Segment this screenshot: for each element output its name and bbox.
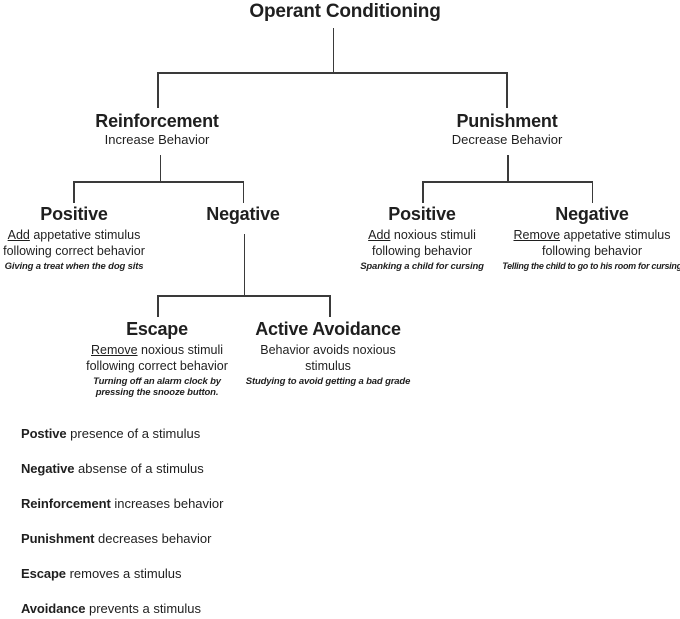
branch-punishment-label: Punishment xyxy=(456,111,558,131)
definition-avoidance: Avoidance prevents a stimulus xyxy=(21,601,223,616)
node-title: Negative xyxy=(206,204,280,224)
node-reinforcement-negative: Negative xyxy=(183,203,303,228)
node-title: Positive xyxy=(388,204,456,224)
connector-drop-reinf-positive xyxy=(73,181,75,203)
branch-reinforcement-label: Reinforcement xyxy=(95,111,219,131)
node-title: Positive xyxy=(40,204,108,224)
definition-term: Escape xyxy=(21,566,66,581)
definition-term: Avoidance xyxy=(21,601,86,616)
definition-positive: Postive presence of a stimulus xyxy=(21,426,223,441)
definition-escape: Escape removes a stimulus xyxy=(21,566,223,581)
node-example: Telling the child to go to his room for … xyxy=(502,261,680,271)
node-line1: Add appetative stimulus xyxy=(0,228,156,244)
definition-text: decreases behavior xyxy=(98,531,212,546)
connector-punishment-horizontal xyxy=(422,181,593,183)
definition-punishment: Punishment decreases behavior xyxy=(21,531,223,546)
definition-text: presence of a stimulus xyxy=(70,426,201,441)
node-line1: Remove appetative stimulus xyxy=(502,228,680,244)
line1-rest: noxious stimuli xyxy=(390,228,476,242)
connector-drop-pun-positive xyxy=(422,181,424,203)
line1-rest: appetative stimulus xyxy=(29,228,141,242)
connector-drop-escape xyxy=(157,295,159,317)
connector-drop-pun-negative xyxy=(591,181,593,203)
definition-reinforcement: Reinforcement increases behavior xyxy=(21,496,223,511)
node-title: Negative xyxy=(555,204,629,224)
connector-drop-punishment xyxy=(506,72,508,108)
underlined-word: Add xyxy=(7,228,30,242)
connector-drop-reinforcement xyxy=(157,72,159,108)
connector-negative-horizontal xyxy=(157,295,330,297)
node-example: Spanking a child for cursing xyxy=(360,261,484,272)
node-example: Giving a treat when the dog sits xyxy=(4,261,144,272)
underlined-word: Remove xyxy=(513,228,561,242)
node-active-avoidance: Active Avoidance Behavior avoids noxious… xyxy=(245,318,411,387)
line1-rest: Behavior avoids noxious xyxy=(260,343,396,357)
node-example: Studying to avoid getting a bad grade xyxy=(245,376,411,387)
branch-reinforcement: Reinforcement Increase Behavior xyxy=(57,110,257,147)
node-line1: Behavior avoids noxious xyxy=(245,343,411,359)
node-title: Escape xyxy=(126,319,188,339)
connector-drop-reinf-negative xyxy=(242,181,244,203)
branch-punishment: Punishment Decrease Behavior xyxy=(407,110,607,147)
definition-text: absense of a stimulus xyxy=(78,461,204,476)
node-line1: Add noxious stimuli xyxy=(347,228,497,244)
connector-drop-avoidance xyxy=(329,295,331,317)
connector-negative-stem xyxy=(243,234,245,296)
node-title: Active Avoidance xyxy=(255,319,401,339)
definition-text: increases behavior xyxy=(114,496,224,511)
node-line2: following correct behavior xyxy=(3,243,145,258)
definition-text: prevents a stimulus xyxy=(89,601,201,616)
definition-term: Punishment xyxy=(21,531,95,546)
definition-negative: Negative absense of a stimulus xyxy=(21,461,223,476)
connector-title-stem xyxy=(332,28,334,73)
definition-text: removes a stimulus xyxy=(69,566,182,581)
definition-term: Reinforcement xyxy=(21,496,111,511)
definition-term: Postive xyxy=(21,426,67,441)
node-line1: Remove noxious stimuli xyxy=(77,343,237,359)
underlined-word: Remove xyxy=(91,343,138,357)
definition-term: Negative xyxy=(21,461,75,476)
branch-punishment-sublabel: Decrease Behavior xyxy=(451,132,563,147)
node-punishment-negative: Negative Remove appetative stimulus foll… xyxy=(502,203,680,272)
connector-reinforcement-horizontal xyxy=(73,181,244,183)
branch-reinforcement-sublabel: Increase Behavior xyxy=(104,132,210,147)
node-punishment-positive: Positive Add noxious stimuli following b… xyxy=(347,203,497,272)
underlined-word: Add xyxy=(368,228,391,242)
node-reinforcement-positive: Positive Add appetative stimulus followi… xyxy=(0,203,156,272)
connector-punishment-stem xyxy=(507,155,509,182)
node-line2: following behavior xyxy=(371,243,473,258)
node-line2: stimulus xyxy=(305,358,351,373)
diagram-title: Operant Conditioning xyxy=(249,1,441,22)
definitions-list: Postive presence of a stimulus Negative … xyxy=(21,426,223,619)
node-example: Turning off an alarm clock by pressing t… xyxy=(93,376,221,398)
line1-rest: appetative stimulus xyxy=(560,228,671,242)
node-line2: following correct behavior xyxy=(86,358,228,373)
line1-rest: noxious stimuli xyxy=(137,343,223,357)
node-escape: Escape Remove noxious stimuli following … xyxy=(77,318,237,398)
connector-reinforcement-stem xyxy=(159,155,161,182)
node-line2: following behavior xyxy=(541,243,643,258)
connector-top-horizontal xyxy=(157,72,507,74)
